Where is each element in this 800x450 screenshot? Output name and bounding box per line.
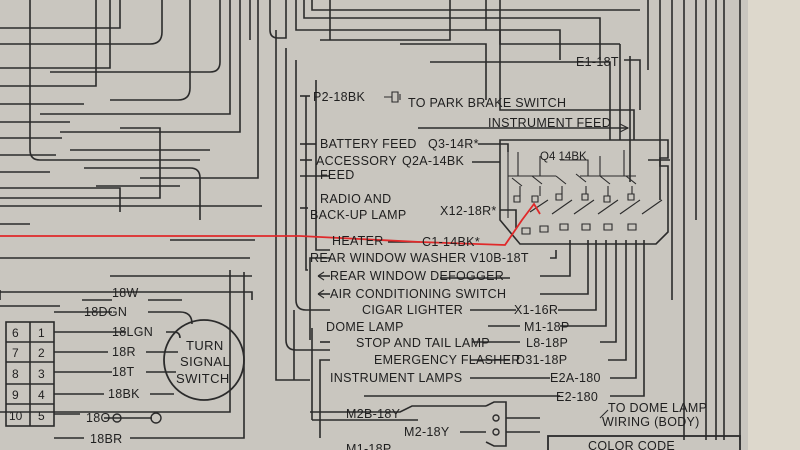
label-18bk: 18BK [108,387,140,401]
label-battery-wire: Q3-14R* [428,137,479,151]
label-stop-tail-wire: L8-18P [526,336,568,350]
arrows [317,123,630,299]
label-e1-18t: E1-18T [576,55,619,69]
label-cigar-wire: X1-16R [514,303,558,317]
pin-9: 9 [12,388,19,402]
label-signal: SIGNAL [180,354,230,369]
label-accessory-wire: Q2A-14BK [402,154,465,168]
pin-4: 4 [38,388,45,402]
label-accessory: ACCESSORY [316,154,397,168]
label-18br: 18BR [90,432,122,446]
label-switch: SWITCH [176,371,230,386]
heater-highlight-line [0,202,541,246]
label-18r: 18R [112,345,136,359]
label-emergency: EMERGENCY FLASHER [374,353,521,367]
label-park-brake: TO PARK BRAKE SWITCH [408,96,566,110]
label-accessory-feed: FEED [320,168,355,182]
label-e2-180: E2-180 [556,390,598,404]
turn-signal-harness [0,270,253,439]
paper-margin-strip [745,0,800,450]
label-18o: 18O [86,411,111,425]
upper-block-feeds [400,30,635,140]
bulb-symbols [112,412,162,424]
label-m1-bottom: M1-18P [346,442,392,450]
pin-5: 5 [38,409,45,423]
label-q4: Q4 14BK [540,151,587,163]
label-turn: TURN [186,338,224,353]
turn-signal-switch-circle [163,319,245,401]
park-brake-connector [384,91,401,103]
label-m2: M2-18Y [404,425,450,439]
label-radio: RADIO AND [320,192,391,206]
paper-sheet [0,0,748,450]
label-m2b: M2B-18Y [346,407,401,421]
pin-10: 10 [9,409,23,423]
pin-6: 6 [12,326,19,340]
label-ac-switch: AIR CONDITIONING SWITCH [330,287,506,301]
pin-2: 2 [38,346,45,360]
label-18lgn: 18LGN [112,325,153,339]
label-emergency-wire: D31-18P [516,353,567,367]
label-to-dome: TO DOME LAMP [608,401,707,415]
label-rear-defogger: REAR WINDOW DEFOGGER [330,269,504,283]
label-18w: 18W [112,286,139,300]
label-color-code: COLOR CODE [588,439,675,450]
label-heater: HEATER [332,234,384,248]
label-heater-wire: C1-14BK* [422,235,480,249]
pin-3: 3 [38,367,45,381]
label-instrument-lamps: INSTRUMENT LAMPS [330,371,462,385]
label-battery-feed: BATTERY FEED [320,137,417,151]
label-backup-lamp: BACK-UP LAMP [310,208,406,222]
label-to-dome-body: WIRING (BODY) [602,415,700,429]
pin-7: 7 [12,346,19,360]
label-instrument-feed: INSTRUMENT FEED [488,116,611,130]
dome-lamp-connector [310,401,609,447]
label-radio-wire: X12-18R* [440,204,497,218]
label-18t: 18T [112,365,135,379]
label-cigar: CIGAR LIGHTER [362,303,463,317]
color-code-box [547,435,741,450]
label-instrument-lamps-wire: E2A-180 [550,371,601,385]
fuse-block [499,139,669,245]
label-park-wire: P2-18BK [313,90,365,104]
label-18dgn: 18DGN [84,305,127,319]
pin-1: 1 [38,326,45,340]
label-dome-wire: M1-18P [524,320,570,334]
connector-grid [5,321,55,427]
diagram-labels: E1-18T P2-18BK TO PARK BRAKE SWITCH INST… [84,55,707,450]
label-rear-washer: REAR WINDOW WASHER V10B-18T [310,251,529,265]
label-dome-lamp: DOME LAMP [326,320,404,334]
vertical-trunk-bundle [275,0,640,381]
pin-8: 8 [12,367,19,381]
label-stop-tail: STOP AND TAIL LAMP [356,336,490,350]
upper-left-wire-bundle [0,0,287,259]
